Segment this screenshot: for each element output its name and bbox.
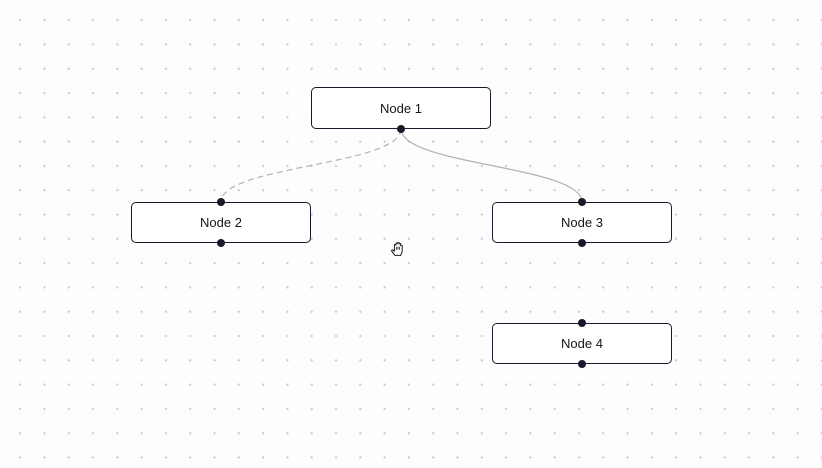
node-label: Node 4 [561,336,603,351]
node-2-handle-top[interactable] [217,198,225,207]
flow-node-3[interactable]: Node 3 [492,198,672,247]
node-label: Node 2 [200,215,242,230]
flow-node-4[interactable]: Node 4 [492,319,672,368]
grab-cursor-icon [391,241,403,256]
node-1-handle-bottom[interactable] [397,124,405,133]
node-2-handle-bottom[interactable] [217,238,225,247]
flow-node-1[interactable]: Node 1 [311,87,491,133]
node-3-handle-top[interactable] [578,198,586,207]
edge-e1-3[interactable] [400,128,583,203]
node-4-handle-top[interactable] [578,319,586,328]
node-3-handle-bottom[interactable] [578,238,586,247]
flow-node-2[interactable]: Node 2 [131,198,311,247]
node-4-handle-bottom[interactable] [578,359,586,368]
edge-e1-2[interactable] [220,128,402,203]
node-label: Node 1 [380,100,422,116]
node-label: Node 3 [561,215,603,230]
